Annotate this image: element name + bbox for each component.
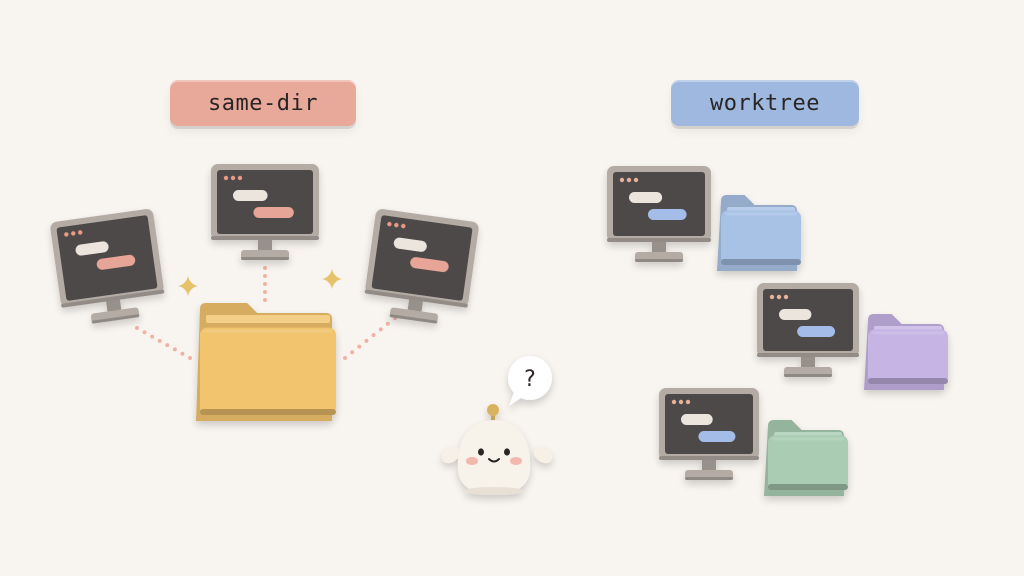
same-dir-monitor-center-icon [211, 164, 319, 260]
worktree-folder-green-icon [764, 420, 848, 496]
worktree-folder-purple-icon [864, 314, 948, 390]
worktree-label: worktree [671, 80, 859, 126]
window-dot-icon [633, 177, 639, 183]
window-dot-icon [626, 177, 632, 183]
window-dot-icon [64, 232, 69, 237]
same-dir-label: same-dir [170, 80, 356, 126]
worktree-folder-blue-icon [717, 195, 801, 271]
chat-bubble-incoming [393, 237, 427, 252]
chat-bubble-incoming [629, 192, 663, 203]
question-mark-text: ? [524, 367, 536, 392]
worktree-monitor-3-icon [659, 388, 759, 480]
window-dot-icon [230, 175, 236, 181]
window-dot-icon [401, 223, 406, 229]
window-dot-icon [387, 221, 392, 227]
chat-bubble-outgoing [698, 431, 736, 442]
chat-bubble-incoming [233, 190, 268, 201]
window-dot-icon [619, 177, 625, 183]
connector-right-dots [343, 316, 397, 360]
chat-bubble-outgoing [253, 207, 294, 218]
chat-bubble-outgoing [410, 257, 449, 273]
window-dot-icon [77, 230, 83, 235]
window-dot-icon [783, 294, 789, 300]
chat-bubble-outgoing [647, 209, 687, 220]
window-dot-icon [394, 222, 399, 228]
window-dot-icon [71, 231, 76, 236]
chat-bubble-outgoing [797, 326, 835, 337]
robot-mascot-icon [441, 356, 553, 495]
window-dot-icon [685, 399, 691, 405]
window-dot-icon [237, 175, 243, 181]
shared-folder-icon [196, 303, 336, 421]
window-dot-icon [678, 399, 684, 405]
window-dot-icon [776, 294, 782, 300]
chat-bubble-incoming [75, 241, 109, 256]
same-dir-monitor-right-icon [364, 209, 479, 324]
chat-bubble-incoming [779, 309, 812, 320]
chat-bubble-incoming [681, 414, 713, 425]
window-dot-icon [671, 399, 677, 405]
window-dot-icon [223, 175, 229, 181]
chat-bubble-outgoing [96, 254, 136, 270]
sparkle-left-icon [178, 276, 198, 296]
connector-top-dots [263, 266, 267, 302]
same-dir-monitor-left-icon [50, 209, 165, 324]
sparkle-right-icon [322, 269, 342, 289]
connector-left-dots [135, 326, 192, 360]
worktree-monitor-1-icon [607, 166, 711, 262]
window-dot-icon [769, 294, 775, 300]
worktree-monitor-2-icon [757, 283, 859, 377]
